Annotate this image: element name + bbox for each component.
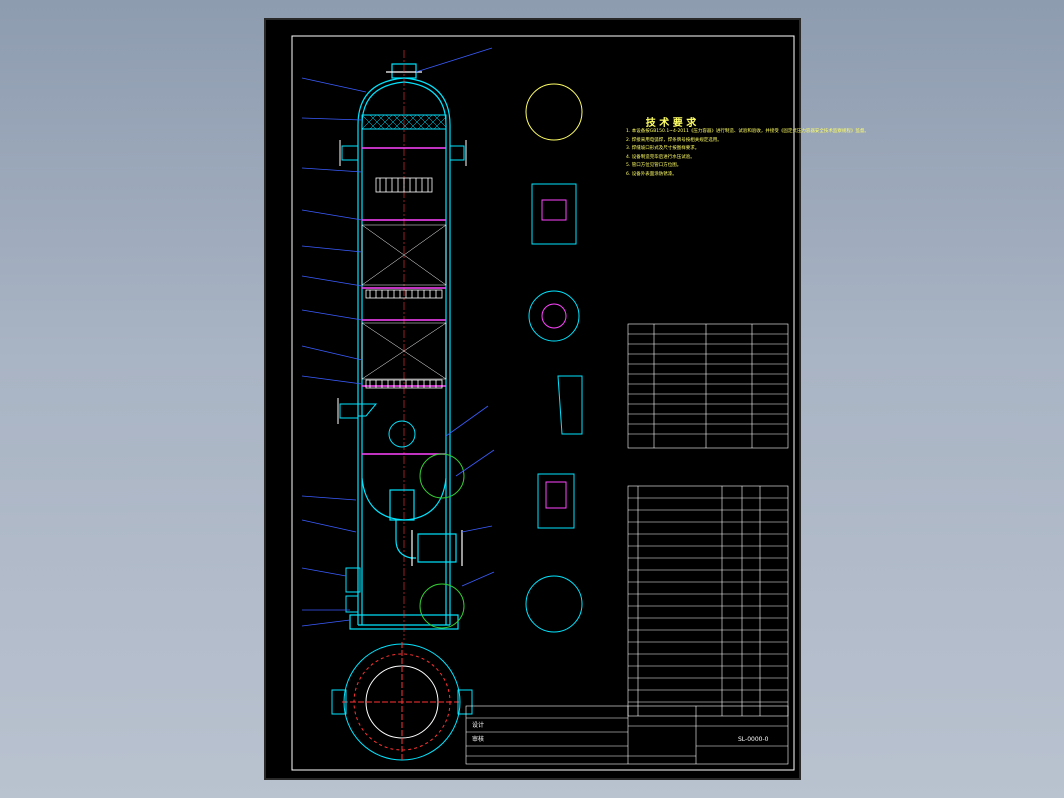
tech-note: 2. 焊接采用电弧焊，焊条牌号按相关规定选用。 [626,137,722,143]
tech-note: 5. 管口方位见管口方位图。 [626,163,682,168]
tech-note: 1. 本设备按GB150.1~4-2011《压力容器》进行制造、试验和验收，并接… [626,129,869,134]
manway [388,420,416,448]
cad-viewport[interactable]: 技 术 要 求 1. 本设备按GB150.1~4-2011《压力容器》进行制造、… [264,18,869,780]
nozzle-table [627,323,789,449]
technical-requirements-title: 技 术 要 求 [645,118,697,129]
parts-list-table [627,485,789,717]
detail-views [525,183,583,633]
tech-note: 3. 焊缝坡口形式及尺寸按图样要求。 [626,146,700,151]
title-block [465,705,789,765]
side-nozzles [337,140,467,613]
demister-pad [361,114,447,130]
drawing-frame [291,35,795,771]
bottom-plan-view [331,642,473,762]
detail-circles [419,83,583,629]
lower-head-outlet [361,477,463,566]
design-label: 设计 [472,722,485,729]
technical-requirements-list: 1. 本设备按GB150.1~4-2011《压力容器》进行制造、试验和验收，并接… [626,128,869,179]
liquid-distributors [365,177,443,389]
check-label: 审核 [472,736,485,743]
packing-beds [361,224,447,380]
drawing-number: SL-0000-0 [738,736,769,743]
leader-lines [301,47,495,627]
tech-note: 6. 设备外表面涂防锈漆。 [626,171,677,177]
tech-note: 4. 设备制造完毕后进行水压试验。 [626,154,695,160]
tower-assembly-drawing [291,35,795,771]
